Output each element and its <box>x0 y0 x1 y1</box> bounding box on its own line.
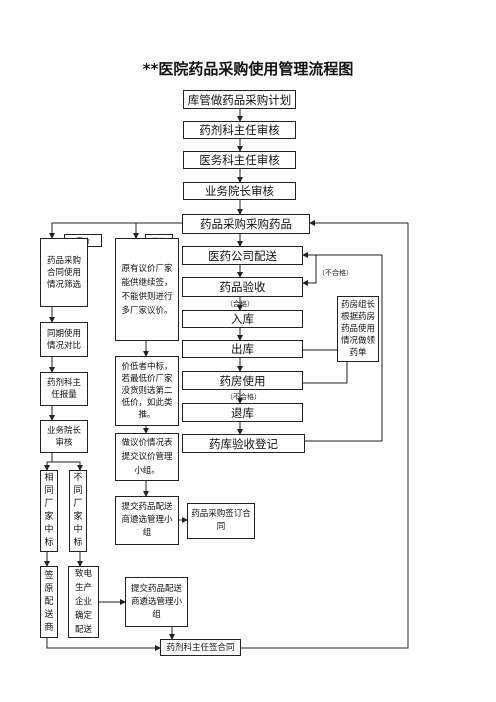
pharmacy-use-box: 药房使用 <box>182 371 303 390</box>
drug-procurement-box: 药品采购采购药品 <box>182 214 310 234</box>
submit-delivery-box-2: 提交药品配送商遴选管理小组 <box>125 577 188 627</box>
qualified-label: （合格） <box>226 300 254 308</box>
unqualified-top-label: （不合格） <box>318 269 353 277</box>
negotiation-report-box: 做议价情况表提交议价管理小组。 <box>115 433 179 481</box>
vice-president-review-box: 业务院长审核 <box>183 182 296 200</box>
vp-review-box: 业务院长审核 <box>40 420 88 453</box>
continue-supply-box: 原有议价厂家能供继续签，不能供则进行多厂家议价。 <box>115 238 179 341</box>
page-title: **医院药品采购使用管理流程图 <box>142 60 354 78</box>
sign-contract-box: 药品采购签订合同 <box>187 503 255 539</box>
director-report-box: 药剂科主任报量 <box>40 372 88 406</box>
warehouse-out-box: 出库 <box>182 340 303 358</box>
warehouse-in-box: 入库 <box>182 310 303 328</box>
pharmacy-register-box: 药库验收登记 <box>182 434 305 453</box>
submit-delivery-box-1: 提交药品配送商遴选管理小组 <box>115 496 179 545</box>
purchase-plan-box: 库管做药品采购计划 <box>183 90 296 109</box>
unqualified-bottom-label: （不合格） <box>226 393 261 401</box>
lowest-price-box: 价低者中标，若最低价厂家没货则选第二低价，如此类推。 <box>115 356 179 426</box>
same-vendor-box: 相同厂家中标 <box>40 470 58 552</box>
drug-acceptance-box: 药品验收 <box>182 277 303 297</box>
sign-original-box: 签原配送商 <box>40 566 58 638</box>
diff-vendor-box: 不同厂家中标 <box>69 470 87 552</box>
pharma-delivery-box: 医药公司配送 <box>182 246 303 265</box>
contact-manufacturer-box: 致电生产企业确定配送 <box>68 566 99 638</box>
pharmacy-director-review-box: 药剂科主任审核 <box>183 121 296 139</box>
pharmacy-head-box: 药房组长根据药房药品使用情况做领药单 <box>337 296 379 362</box>
usage-comparison-box: 同期使用情况对比 <box>40 322 88 357</box>
contract-screening-box: 药品采购合同使用情况筛选 <box>40 238 88 307</box>
medical-director-review-box: 医务科主任审核 <box>183 151 296 169</box>
director-sign-box: 药剂科主任签合同 <box>160 639 241 656</box>
return-box: 退库 <box>182 403 303 422</box>
